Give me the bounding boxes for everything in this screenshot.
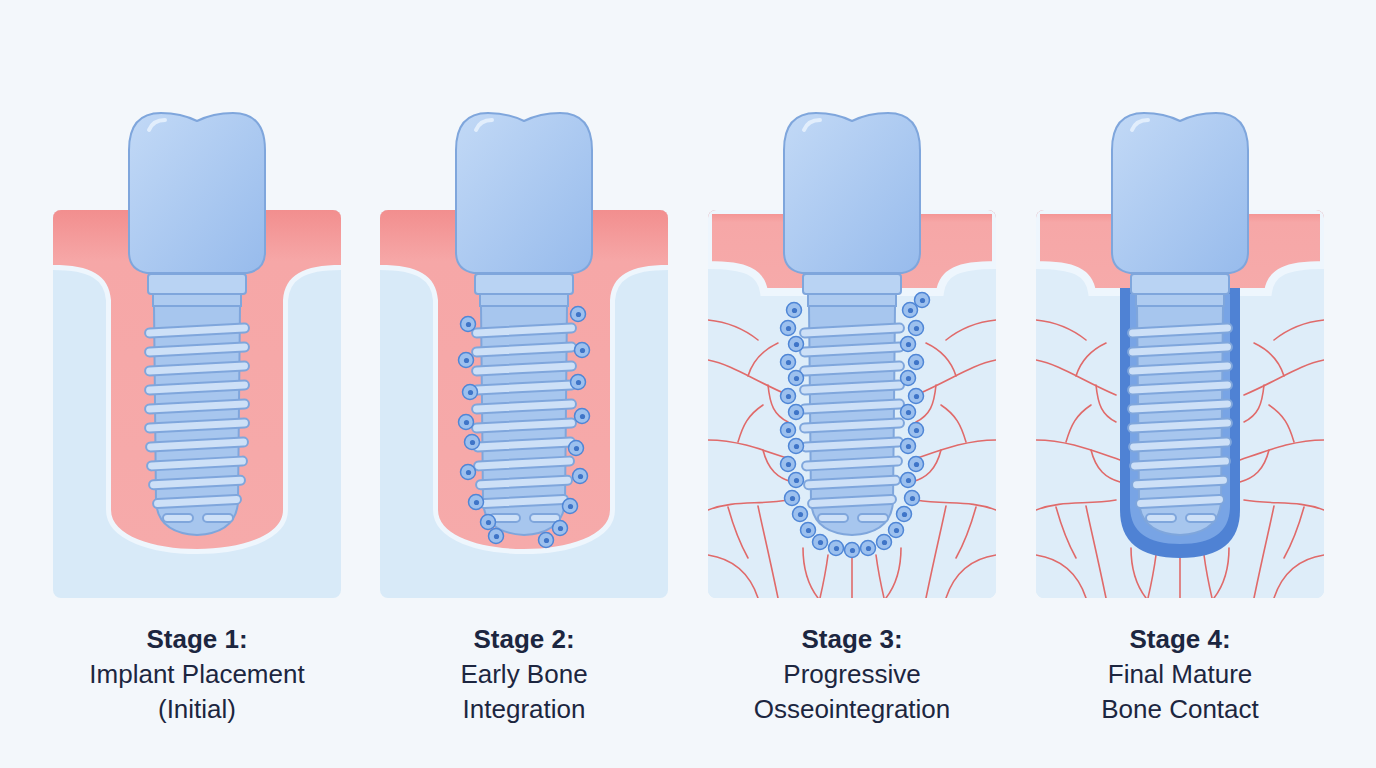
stage-description: Early Bone Integration	[424, 657, 624, 727]
stage-panel: Stage 2:Early Bone Integration	[380, 210, 668, 598]
stage-description: Final Mature Bone Contact	[1080, 657, 1280, 727]
stage-panel: Stage 3:Progressive Osseointegration	[708, 210, 996, 598]
stage4-art	[1036, 113, 1324, 598]
stage-panel: Stage 1:Implant Placement (Initial)	[53, 210, 341, 598]
stage-caption: Stage 1:Implant Placement (Initial)	[67, 622, 327, 727]
stage-heading: Stage 1:	[67, 622, 327, 657]
stage-panel: Stage 4:Final Mature Bone Contact	[1036, 210, 1324, 598]
stage-caption: Stage 4:Final Mature Bone Contact	[1080, 622, 1280, 727]
stage-heading: Stage 2:	[424, 622, 624, 657]
stage-description: Progressive Osseointegration	[722, 657, 982, 727]
stage-caption: Stage 2:Early Bone Integration	[424, 622, 624, 727]
stage-heading: Stage 3:	[722, 622, 982, 657]
stage-description: Implant Placement (Initial)	[67, 657, 327, 727]
stage-caption: Stage 3:Progressive Osseointegration	[722, 622, 982, 727]
stage3-art	[708, 113, 996, 598]
stage-heading: Stage 4:	[1080, 622, 1280, 657]
